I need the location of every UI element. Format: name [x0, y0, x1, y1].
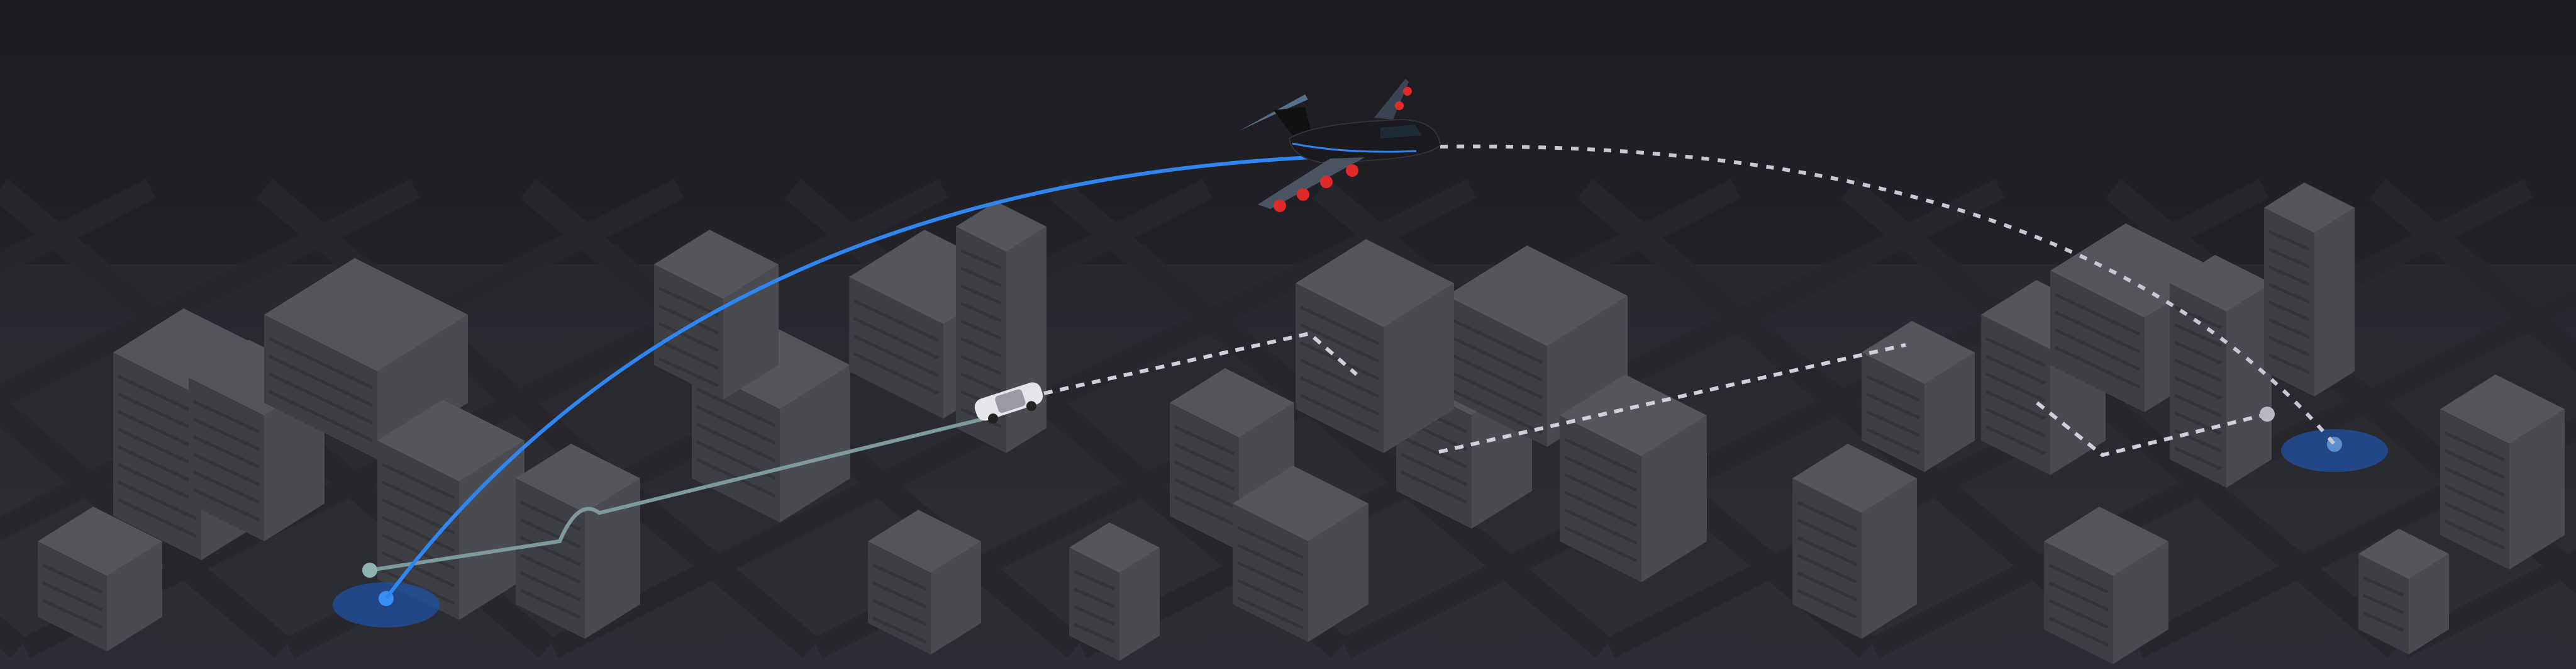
flight-path-remaining	[1440, 144, 2336, 446]
building	[1069, 522, 1160, 661]
building	[1296, 239, 1454, 453]
building	[1446, 245, 1628, 447]
car-start-dot	[362, 563, 377, 578]
car-route-done	[369, 417, 983, 572]
building	[2358, 529, 2449, 655]
road	[1869, 284, 2576, 658]
origin-marker	[333, 582, 440, 627]
far-wing	[1374, 79, 1409, 120]
building	[2440, 374, 2565, 570]
building	[377, 400, 525, 620]
fuselage	[1288, 118, 1441, 164]
engines	[1274, 87, 1412, 212]
fuselage-stripe	[1292, 142, 1417, 153]
building	[868, 510, 981, 655]
cockpit-window	[1380, 125, 1421, 138]
building	[1862, 321, 1975, 472]
city-blocks	[0, 179, 2576, 669]
car	[974, 382, 1043, 424]
tail-wing	[1239, 94, 1308, 131]
tail-fin	[1274, 107, 1311, 135]
flight-path-flown	[384, 155, 1312, 600]
building	[2044, 507, 2168, 664]
road	[2397, 549, 2576, 658]
destination-marker	[2281, 429, 2388, 472]
building	[1170, 368, 1294, 551]
road	[2369, 179, 2576, 373]
road	[0, 179, 420, 409]
building	[1560, 374, 1707, 582]
near-wing	[1258, 157, 1365, 209]
building	[516, 444, 640, 639]
building	[264, 258, 468, 459]
building	[38, 507, 162, 651]
airplane	[1239, 79, 1441, 212]
car-route-remaining	[1043, 331, 2268, 458]
building	[2170, 255, 2272, 488]
car-end-dot	[2260, 407, 2275, 422]
building	[1233, 466, 1368, 642]
building	[2264, 183, 2355, 396]
building	[654, 230, 779, 400]
road	[2133, 417, 2576, 658]
road	[20, 179, 948, 658]
building	[1792, 444, 1917, 639]
